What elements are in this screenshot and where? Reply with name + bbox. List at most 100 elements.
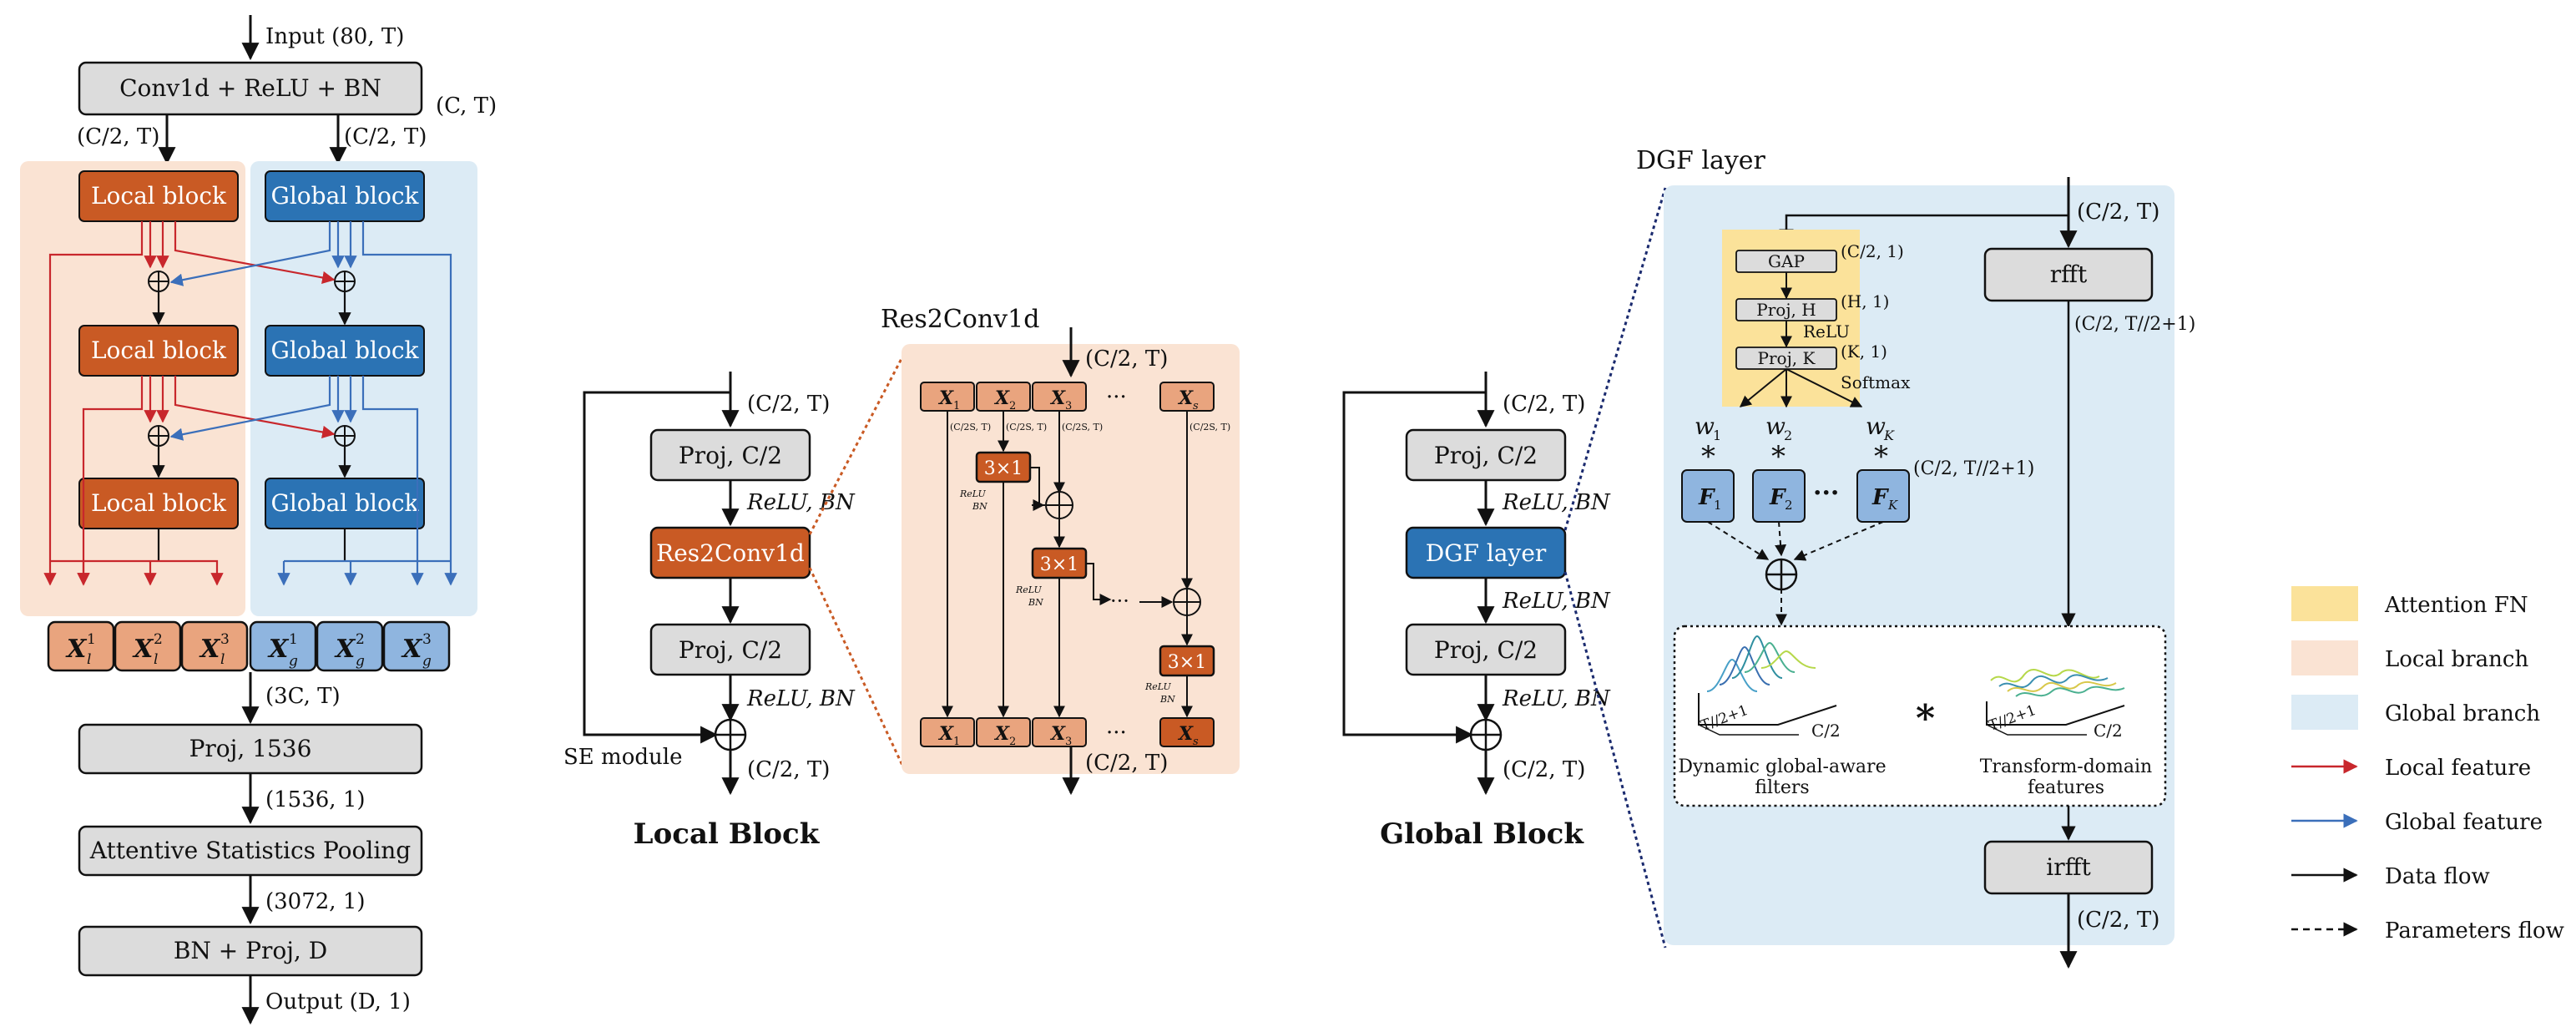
svg-text:F: F bbox=[1769, 485, 1786, 510]
svg-text:···: ··· bbox=[1110, 589, 1129, 613]
legend-swatch-local bbox=[2291, 640, 2358, 675]
svg-text:Global block: Global block bbox=[270, 182, 419, 210]
after-proj-label: (1536, 1) bbox=[265, 787, 366, 812]
svg-text:F: F bbox=[1871, 485, 1889, 510]
legend-label-4: Global feature bbox=[2385, 810, 2543, 835]
svg-text:Local block: Local block bbox=[91, 489, 227, 517]
svg-text:1: 1 bbox=[87, 631, 96, 648]
svg-text:Global block: Global block bbox=[270, 489, 419, 517]
svg-text:(C/2, T): (C/2, T) bbox=[2077, 908, 2159, 933]
legend-swatch-attention bbox=[2291, 586, 2358, 621]
svg-text:(C/2, T): (C/2, T) bbox=[1503, 757, 1585, 782]
global-feature-lines bbox=[169, 221, 457, 586]
dynamic-filters-plot bbox=[1698, 635, 1837, 736]
svg-text:···: ··· bbox=[1106, 385, 1127, 410]
svg-text:Proj, H: Proj, H bbox=[1756, 300, 1816, 320]
svg-text:ReLU, BN: ReLU, BN bbox=[746, 686, 856, 711]
svg-text:X: X bbox=[401, 635, 423, 664]
svg-text:X: X bbox=[199, 635, 221, 664]
global-block-detail: (C/2, T) Proj, C/2 ReLU, BN DGF layer Re… bbox=[1342, 187, 1667, 949]
svg-text:2: 2 bbox=[356, 631, 365, 648]
legend-label-5: Data flow bbox=[2385, 864, 2490, 889]
svg-text:(C/2, T): (C/2, T) bbox=[1085, 751, 1168, 776]
svg-text:X: X bbox=[937, 387, 954, 409]
local-block-2: Local block bbox=[78, 325, 239, 377]
svg-text:(C/2S, T): (C/2S, T) bbox=[1190, 422, 1230, 433]
svg-text:X: X bbox=[1177, 723, 1194, 745]
svg-text:Proj, K: Proj, K bbox=[1758, 348, 1816, 368]
svg-text:X: X bbox=[993, 387, 1010, 409]
svg-text:BN: BN bbox=[1159, 694, 1175, 705]
asp-label: Attentive Statistics Pooling bbox=[89, 837, 412, 864]
svg-text:ReLU, BN: ReLU, BN bbox=[1502, 490, 1611, 515]
svg-text:2: 2 bbox=[1785, 498, 1793, 513]
svg-text:1: 1 bbox=[1713, 427, 1721, 443]
global-block-3: Global block bbox=[265, 478, 425, 529]
svg-text:s: s bbox=[1193, 736, 1199, 748]
global-block-title: Global Block bbox=[1380, 817, 1584, 851]
svg-text:1: 1 bbox=[953, 400, 960, 412]
local-block-1: Local block bbox=[78, 170, 239, 222]
legend-label-1: Local branch bbox=[2385, 647, 2528, 672]
x-tiles: X l 1 X l 2 X l 3 X g 1 X g 2 X g 3 bbox=[47, 620, 451, 672]
split-left-label: (C/2, T) bbox=[77, 124, 159, 149]
overall-network: Input (80, T) Conv1d + ReLU + BN (C, T) … bbox=[20, 15, 497, 1025]
svg-text:X: X bbox=[334, 635, 356, 664]
ct-label: (C, T) bbox=[436, 94, 497, 119]
svg-text:C/2: C/2 bbox=[2094, 721, 2123, 741]
svg-text:(C/2S, T): (C/2S, T) bbox=[1062, 422, 1103, 433]
svg-text:ReLU, BN: ReLU, BN bbox=[1502, 589, 1611, 614]
svg-text:g: g bbox=[422, 653, 432, 670]
svg-text:X: X bbox=[937, 723, 954, 745]
svg-text:F: F bbox=[1698, 485, 1715, 510]
lb-res2-label: Res2Conv1d bbox=[656, 539, 805, 567]
svg-text:3: 3 bbox=[422, 631, 432, 648]
svg-text:···: ··· bbox=[1813, 478, 1839, 508]
svg-text:Dynamic global-aware: Dynamic global-aware bbox=[1678, 756, 1886, 777]
svg-text:g: g bbox=[289, 653, 298, 670]
svg-text:(C/2, T): (C/2, T) bbox=[1085, 347, 1168, 372]
svg-text:2: 2 bbox=[1009, 736, 1016, 748]
local-block-detail: (C/2, T) Proj, C/2 ReLU, BN Res2Conv1d P… bbox=[563, 350, 907, 851]
svg-text:l: l bbox=[87, 651, 91, 668]
svg-text:*: * bbox=[1874, 440, 1888, 473]
svg-text:ReLU: ReLU bbox=[1015, 584, 1042, 595]
svg-text:K: K bbox=[1883, 427, 1895, 443]
svg-text:*: * bbox=[1916, 697, 1935, 740]
svg-text:C/2: C/2 bbox=[1811, 721, 1841, 741]
svg-text:(C/2, T): (C/2, T) bbox=[1503, 392, 1585, 417]
svg-text:Proj, C/2: Proj, C/2 bbox=[1434, 442, 1538, 469]
svg-text:1: 1 bbox=[953, 736, 960, 748]
gb-dgf-label: DGF layer bbox=[1426, 539, 1547, 567]
svg-text:w: w bbox=[1866, 412, 1886, 440]
svg-text:3: 3 bbox=[1065, 736, 1072, 748]
svg-text:Global block: Global block bbox=[270, 336, 419, 364]
svg-text:(C/2, T): (C/2, T) bbox=[2077, 200, 2159, 225]
svg-text:(K, 1): (K, 1) bbox=[1841, 341, 1887, 362]
svg-text:rfft: rfft bbox=[2050, 261, 2088, 288]
svg-text:w: w bbox=[1695, 412, 1715, 440]
svg-text:X: X bbox=[1049, 387, 1066, 409]
svg-text:ReLU, BN: ReLU, BN bbox=[746, 490, 856, 515]
svg-text:ReLU: ReLU bbox=[1144, 681, 1171, 692]
split-right-label: (C/2, T) bbox=[344, 124, 427, 149]
svg-text:filters: filters bbox=[1755, 777, 1809, 798]
global-block-2: Global block bbox=[265, 325, 425, 377]
dgf-layer-detail: DGF layer (C/2, T) GAP (C/2, 1) Proj, H … bbox=[1636, 146, 2195, 969]
se-label: SE module bbox=[563, 745, 682, 770]
svg-text:K: K bbox=[1887, 498, 1898, 513]
svg-text:s: s bbox=[1193, 400, 1199, 412]
svg-text:BN: BN bbox=[1028, 597, 1043, 608]
svg-text:2: 2 bbox=[1784, 427, 1792, 443]
svg-text:Softmax: Softmax bbox=[1841, 372, 1911, 392]
lb-proj-label: Proj, C/2 bbox=[679, 442, 782, 469]
svg-text:ReLU: ReLU bbox=[1803, 321, 1850, 341]
svg-text:g: g bbox=[356, 653, 365, 670]
svg-text:Proj, C/2: Proj, C/2 bbox=[679, 636, 782, 664]
local-block-3: Local block bbox=[78, 478, 239, 529]
conv-box bbox=[78, 61, 423, 116]
output-label: Output (D, 1) bbox=[265, 989, 411, 1014]
svg-text:GAP: GAP bbox=[1768, 251, 1805, 271]
svg-text:(C/2S, T): (C/2S, T) bbox=[1006, 422, 1047, 433]
legend: Attention FN Local branch Global branch … bbox=[2291, 586, 2564, 944]
